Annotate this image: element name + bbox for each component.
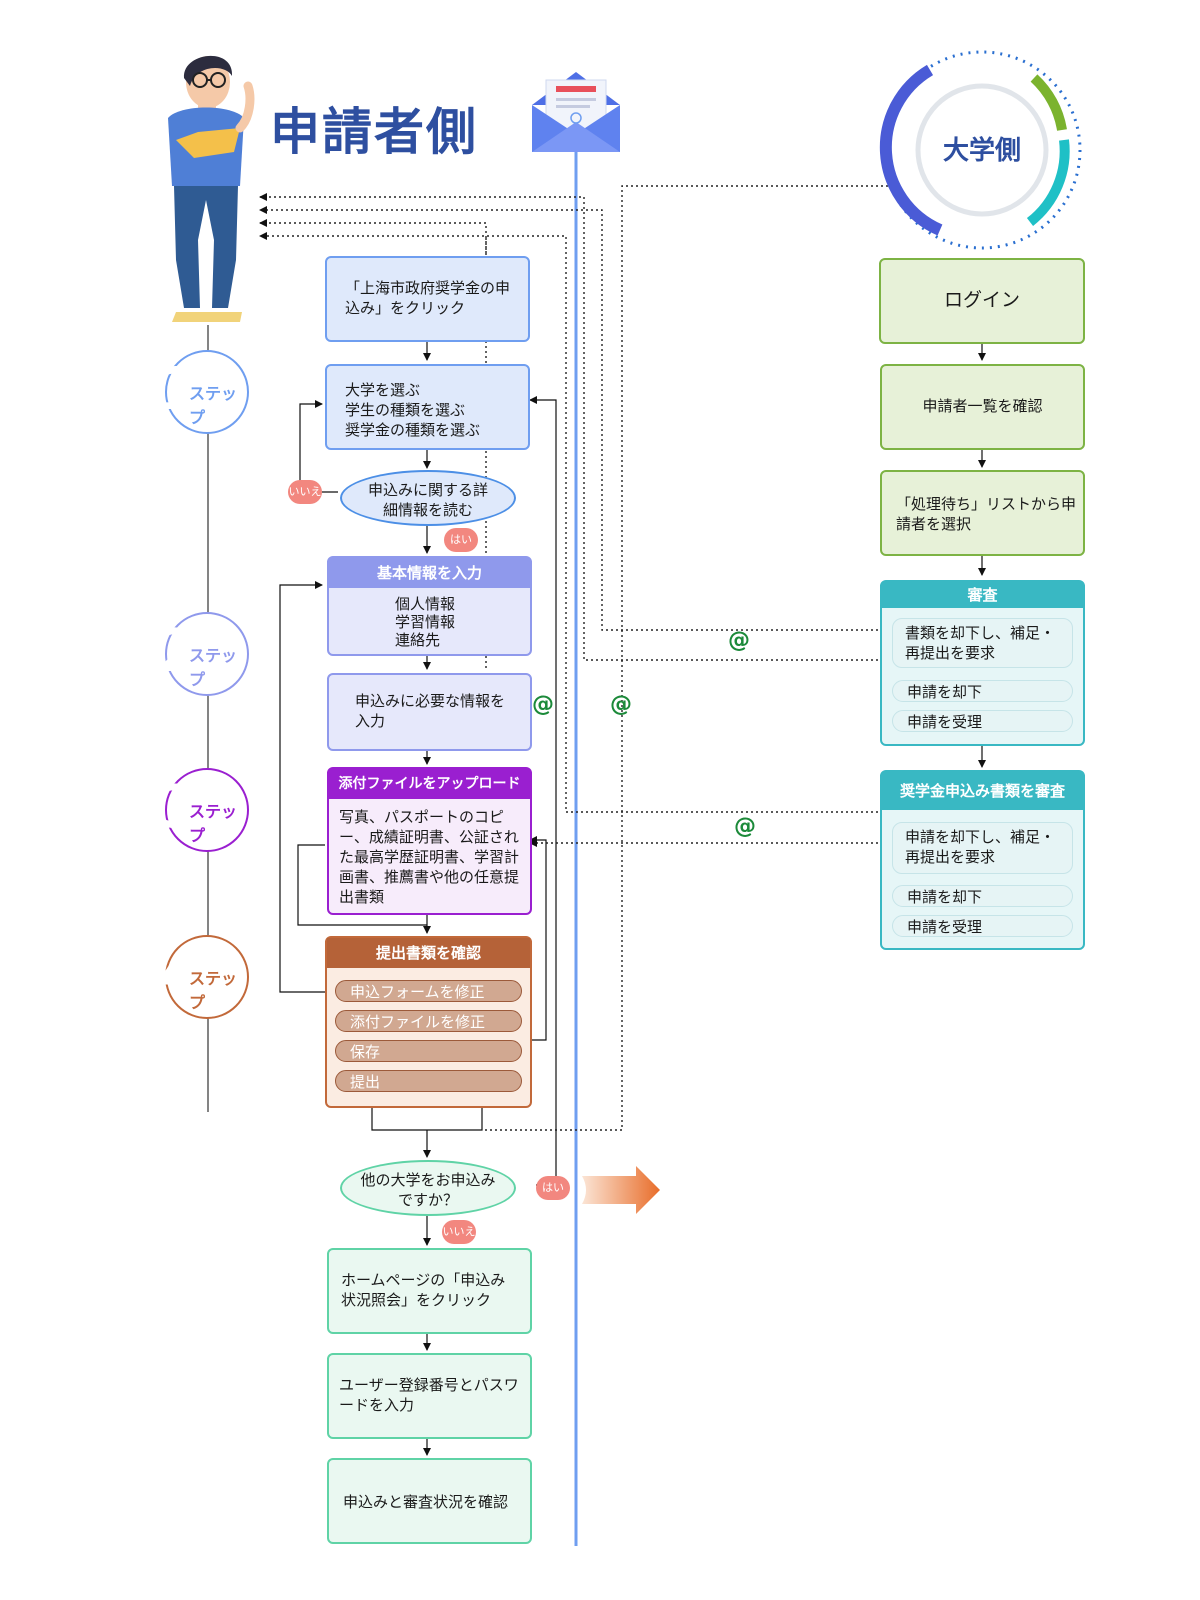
required-info-text: 申込みに必要な情報を入力 xyxy=(355,692,506,730)
scholarship-review-title: 奨学金申込み書類を審査 xyxy=(882,772,1083,810)
review-title: 審査 xyxy=(882,582,1083,608)
homepage-box: ホームページの「申込み状況照会」をクリック xyxy=(327,1248,532,1334)
step-2-circle: 2 ステップ xyxy=(158,612,249,696)
select-pending-text: 「処理待ち」リストから申請者を選択 xyxy=(896,495,1077,533)
check-list-box: 申請者一覧を確認 xyxy=(880,364,1085,450)
review-accept: 申請を受理 xyxy=(892,710,1073,732)
check-list-text: 申請者一覧を確認 xyxy=(922,397,1043,415)
status-text: 申込みと審査状況を確認 xyxy=(343,1493,509,1511)
step-3-label: ステップ xyxy=(189,802,238,845)
step-4-label: ステップ xyxy=(189,969,238,1012)
homepage-text: ホームページの「申込み状況照会」をクリック xyxy=(341,1271,506,1309)
scholarship-reject-docs: 申請を却下し、補足・再提出を要求 xyxy=(892,822,1073,874)
step-3-number: 3 xyxy=(158,774,196,841)
click-apply-text: 「上海市政府奨学金の申込み」をクリック xyxy=(345,279,511,317)
credentials-box: ユーザー登録番号とパスワードを入力 xyxy=(327,1353,532,1439)
scholarship-reject: 申請を却下 xyxy=(892,885,1073,907)
no-badge-2: いいえ xyxy=(442,1220,476,1244)
edit-form-button[interactable]: 申込フォームを修正 xyxy=(335,980,522,1002)
step-1-label: ステップ xyxy=(189,384,238,427)
select-university: 大学を選ぶ xyxy=(345,381,421,399)
envelope-icon xyxy=(532,72,620,152)
scholarship-accept: 申請を受理 xyxy=(892,915,1073,937)
credentials-text: ユーザー登録番号とパスワードを入力 xyxy=(339,1376,519,1414)
step-4-circle: 4 ステップ xyxy=(158,935,249,1019)
step-1-circle: 1 ステップ xyxy=(158,350,249,434)
step-2-number: 2 xyxy=(158,618,196,685)
login-box: ログイン xyxy=(879,258,1085,344)
click-apply-box: 「上海市政府奨学金の申込み」をクリック xyxy=(325,256,530,342)
select-student-type: 学生の種類を選ぶ xyxy=(345,401,466,419)
upload-box: 添付ファイルをアップロード 写真、パスポートのコピー、成績証明書、公証された最高… xyxy=(327,767,532,915)
required-info-box: 申込みに必要な情報を入力 xyxy=(327,673,532,751)
contact-info: 連絡先 xyxy=(395,631,441,649)
no-badge-1: いいえ xyxy=(288,480,322,504)
confirm-title: 提出書類を確認 xyxy=(327,938,530,968)
email-symbol-3: @ xyxy=(610,692,632,717)
select-box: 大学を選ぶ 学生の種類を選ぶ 奨学金の種類を選ぶ xyxy=(325,364,530,450)
yes-badge-1: はい xyxy=(444,528,478,552)
login-text: ログイン xyxy=(943,289,1020,311)
step-3-circle: 3 ステップ xyxy=(158,768,249,852)
basic-info-title: 基本情報を入力 xyxy=(329,558,530,588)
yes-badge-2: はい xyxy=(536,1176,570,1200)
read-details-text: 申込みに関する詳細情報を読む xyxy=(367,481,488,519)
other-university-ellipse: 他の大学をお申込みですか？ xyxy=(340,1160,516,1216)
university-title: 大学側 xyxy=(942,136,1021,166)
personal-info: 個人情報 xyxy=(395,595,456,613)
scholarship-review-box: 奨学金申込み書類を審査 申請を却下し、補足・再提出を要求 申請を却下 申請を受理 xyxy=(880,770,1085,950)
next-arrow-icon xyxy=(582,1166,660,1214)
email-symbol-2: @ xyxy=(532,692,554,717)
review-reject-docs: 書類を却下し、補足・再提出を要求 xyxy=(892,618,1073,668)
basic-info-box: 基本情報を入力 個人情報 学習情報 連絡先 xyxy=(327,556,532,656)
select-pending-box: 「処理待ち」リストから申請者を選択 xyxy=(880,470,1085,556)
review-reject: 申請を却下 xyxy=(892,680,1073,702)
applicant-title: 申請者側 xyxy=(270,103,478,161)
confirm-box: 提出書類を確認 申込フォームを修正 添付ファイルを修正 保存 提出 xyxy=(325,936,532,1108)
upload-body: 写真、パスポートのコピー、成績証明書、公証された最高学歴証明書、学習計画書、推薦… xyxy=(339,808,520,906)
step-4-number: 4 xyxy=(158,941,196,1008)
step-1-number: 1 xyxy=(158,356,196,423)
review-box: 審査 書類を却下し、補足・再提出を要求 申請を却下 申請を受理 xyxy=(880,580,1085,746)
edit-attachment-button[interactable]: 添付ファイルを修正 xyxy=(335,1010,522,1032)
step-2-label: ステップ xyxy=(189,646,238,689)
select-scholarship-type: 奨学金の種類を選ぶ xyxy=(345,421,481,439)
student-illustration xyxy=(168,55,255,322)
study-info: 学習情報 xyxy=(395,613,456,631)
email-symbol-4: @ xyxy=(734,814,756,839)
submit-button[interactable]: 提出 xyxy=(335,1070,522,1092)
save-button[interactable]: 保存 xyxy=(335,1040,522,1062)
email-symbol-1: @ xyxy=(728,628,750,653)
upload-title: 添付ファイルをアップロード xyxy=(329,769,530,799)
read-details-ellipse: 申込みに関する詳細情報を読む xyxy=(340,470,516,526)
other-university-text: 他の大学をお申込みですか？ xyxy=(360,1171,496,1209)
status-box: 申込みと審査状況を確認 xyxy=(327,1458,532,1544)
university-ring xyxy=(879,50,1082,250)
